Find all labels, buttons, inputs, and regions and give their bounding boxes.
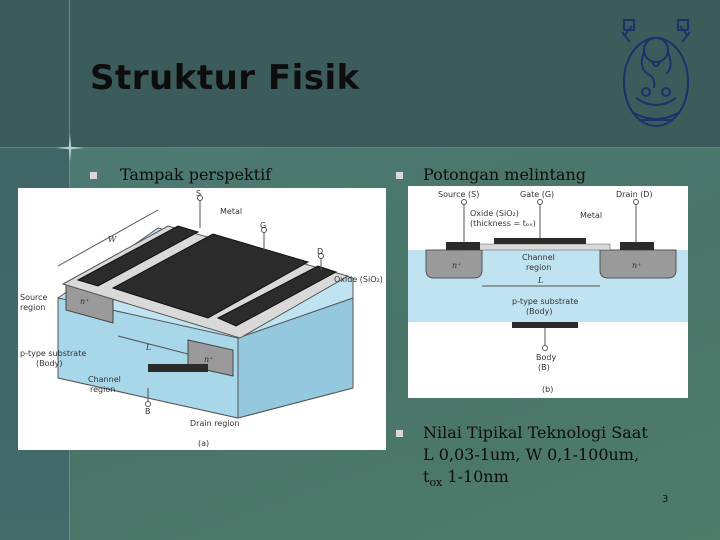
source-metal: [76, 225, 200, 287]
label-channel-1: Channel: [522, 253, 555, 262]
label-drain-region: Drain region: [190, 419, 240, 428]
drain-metal: [216, 265, 338, 327]
page-number: 3: [662, 494, 669, 505]
label-S: S: [196, 189, 201, 198]
drain-metal-contact: [620, 242, 654, 250]
tox-t: t: [423, 467, 430, 486]
label-source-region-2: region: [20, 303, 45, 312]
mosfet-perspective-figure: S Metal G D Oxide (SiO₂) W Source region…: [18, 188, 386, 450]
label-B: B: [145, 407, 151, 416]
label-oxide-2: (thickness = tₒₓ): [470, 219, 536, 228]
label-n-plus-left: n⁺: [80, 297, 89, 306]
label-G: G: [260, 221, 266, 230]
label-channel-1: Channel: [88, 375, 121, 384]
body-contact: [148, 364, 208, 372]
label-source-region-1: Source: [20, 293, 48, 302]
bullet-marker: [396, 172, 403, 179]
label-n-plus-right: n⁺: [632, 261, 641, 270]
label-W: W: [108, 235, 117, 244]
label-n-plus-left: n⁺: [452, 261, 461, 270]
bullet-marker: [90, 172, 97, 179]
label-substrate-1: p-type substrate: [20, 349, 86, 358]
width-arrow: [57, 209, 159, 267]
tox-subscript: ox: [429, 476, 443, 490]
label-L: L: [537, 276, 543, 285]
label-caption-a: (a): [198, 439, 209, 448]
source-metal-contact: [446, 242, 480, 250]
label-channel-2: region: [526, 263, 551, 272]
length-arrow: [117, 335, 189, 355]
typical-title: Nilai Tipikal Teknologi Saat: [423, 423, 648, 442]
gate-oxide: [467, 243, 611, 251]
label-metal: Metal: [220, 207, 242, 216]
label-n-plus-right: n⁺: [204, 355, 213, 364]
tox-value: 1-10nm: [442, 467, 509, 486]
bullet-perspective: Tampak perspektif: [120, 165, 272, 184]
label-gate: Gate (G): [520, 190, 554, 199]
mosfet-cross-section-figure: Source (S) Gate (G) Drain (D) Oxide (SiO…: [408, 186, 688, 398]
typical-line2: L 0,03-1um, W 0,1-100um,: [423, 445, 640, 464]
typical-line3: tox 1-10nm: [423, 466, 703, 494]
title-band: [0, 0, 720, 148]
bullet-typical-values: Nilai Tipikal Teknologi Saat L 0,03-1um,…: [423, 422, 703, 494]
label-substrate-2: (Body): [526, 307, 552, 316]
label-caption-b: (b): [542, 385, 553, 394]
label-oxide-1: Oxide (SiO₂): [470, 209, 519, 218]
gate-metal-contact: [494, 238, 586, 244]
body-metal-contact: [512, 322, 578, 328]
label-L: L: [145, 343, 151, 352]
label-metal: Metal: [580, 211, 602, 220]
substrate-side-face: [237, 297, 354, 419]
mosfet-cross-section-diagram: Source (S) Gate (G) Drain (D) Oxide (SiO…: [408, 190, 688, 394]
label-body-b: (B): [538, 363, 550, 372]
label-channel-2: region: [90, 385, 115, 394]
mosfet-perspective-diagram: S Metal G D Oxide (SiO₂) W Source region…: [20, 189, 383, 448]
sparkle-icon: [56, 134, 84, 162]
bullet-cross-section: Potongan melintang: [423, 165, 586, 184]
source-n-well: [425, 249, 483, 279]
label-source: Source (S): [438, 190, 479, 199]
label-D: D: [317, 247, 323, 256]
institution-logo-icon: [621, 19, 691, 127]
label-body: Body: [536, 353, 556, 362]
gate-metal: [111, 233, 310, 319]
bullet-marker: [396, 430, 403, 437]
decorative-horizontal-line: [0, 147, 720, 148]
label-drain: Drain (D): [616, 190, 653, 199]
label-substrate-1: p-type substrate: [512, 297, 578, 306]
label-substrate-2: (Body): [36, 359, 62, 368]
slide-title: Struktur Fisik: [90, 58, 360, 98]
drain-n-well: [599, 249, 677, 279]
label-oxide: Oxide (SiO₂): [334, 275, 383, 284]
